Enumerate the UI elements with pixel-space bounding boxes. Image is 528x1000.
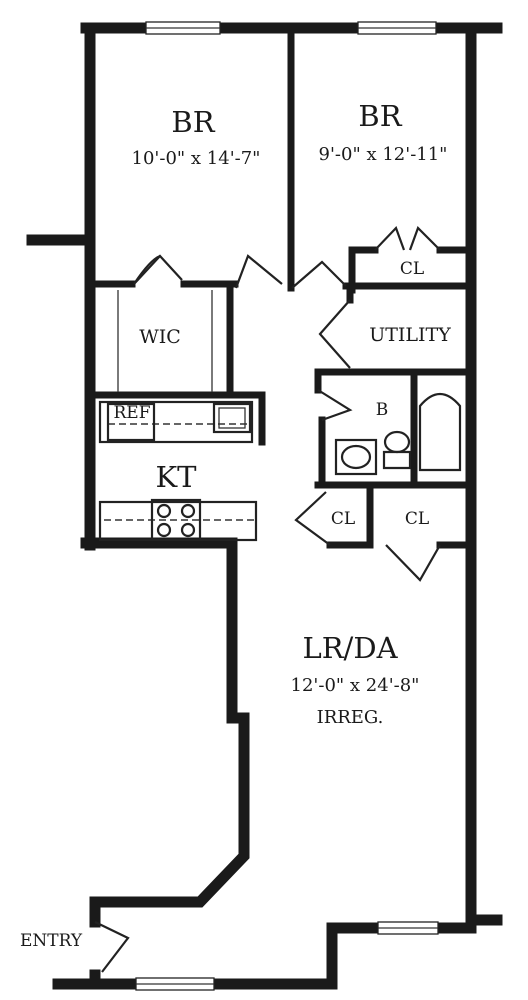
exterior-walls <box>26 22 503 990</box>
lrda-label: LR/DA <box>302 631 398 665</box>
bath-sink-outline <box>334 438 378 476</box>
bathtub-outline <box>418 392 462 472</box>
stove-outline <box>150 498 202 542</box>
refrigerator-outline <box>106 402 156 442</box>
br1-label: BR <box>171 105 215 139</box>
entry-label: ENTRY <box>20 931 83 951</box>
ref-label: REF <box>113 403 150 423</box>
utility-label: UTILITY <box>369 324 451 346</box>
kt-label: KT <box>155 460 197 494</box>
lrda-note: IRREG. <box>317 707 384 728</box>
interior-walls <box>86 24 475 549</box>
br2-label: BR <box>358 99 402 133</box>
fixtures <box>98 290 462 542</box>
room-labels: BR 10'-0" x 14'-7" BR 9'-0" x 12'-11" CL… <box>20 99 451 951</box>
windows <box>135 21 439 991</box>
doors <box>94 225 441 973</box>
cl-right-label: CL <box>405 509 429 529</box>
wic-label: WIC <box>139 326 181 348</box>
bath-label: B <box>376 400 389 420</box>
toilet-outline <box>383 430 411 454</box>
br2-size: 9'-0" x 12'-11" <box>319 144 448 165</box>
sink-outline <box>212 402 252 434</box>
cl-top-label: CL <box>400 259 424 279</box>
br1-size: 10'-0" x 14'-7" <box>132 148 261 169</box>
cl-left-label: CL <box>331 509 355 529</box>
lrda-size: 12'-0" x 24'-8" <box>291 675 420 696</box>
